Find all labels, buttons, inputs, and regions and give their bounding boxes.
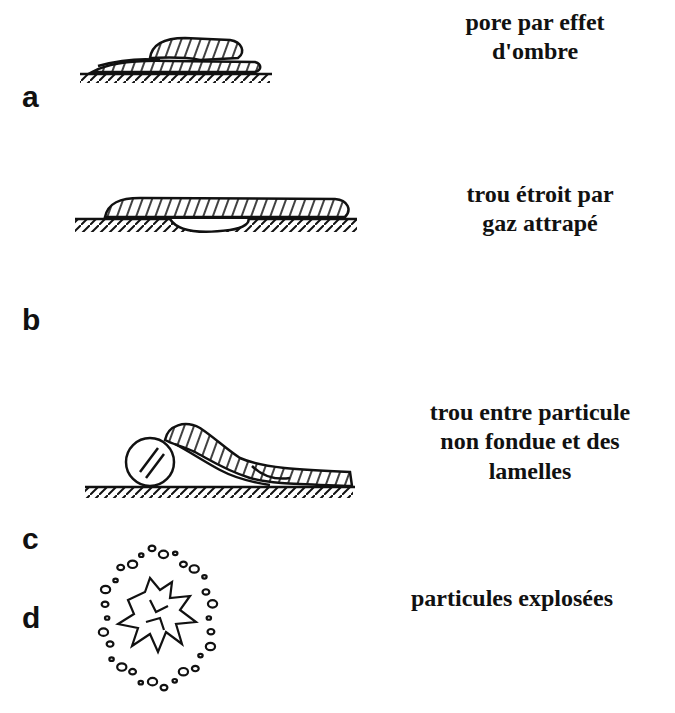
lamella bbox=[165, 424, 352, 486]
droplet bbox=[203, 589, 210, 594]
sketch-c bbox=[85, 424, 355, 498]
lamella-edge bbox=[98, 59, 160, 66]
figure-letter: c bbox=[22, 524, 39, 554]
droplet bbox=[128, 561, 137, 568]
lamella-edge bbox=[175, 444, 270, 485]
substrate bbox=[80, 74, 270, 83]
droplet bbox=[207, 616, 211, 620]
droplet bbox=[117, 663, 126, 670]
sketch-d bbox=[99, 546, 217, 691]
droplet bbox=[208, 600, 217, 607]
figure-letter: b bbox=[22, 305, 40, 335]
droplet bbox=[198, 654, 202, 658]
droplet bbox=[105, 616, 109, 620]
droplet bbox=[192, 666, 199, 671]
droplet bbox=[173, 679, 177, 683]
droplet bbox=[139, 553, 143, 557]
substrate bbox=[75, 220, 357, 232]
gas-hole bbox=[170, 219, 248, 232]
droplet bbox=[173, 552, 177, 556]
substrate-surface bbox=[85, 486, 355, 489]
droplet bbox=[139, 681, 143, 685]
droplet bbox=[206, 643, 215, 650]
droplet bbox=[117, 565, 124, 570]
droplet bbox=[149, 546, 156, 551]
droplet bbox=[161, 685, 168, 690]
droplet bbox=[179, 668, 188, 675]
sketch-a bbox=[80, 38, 272, 83]
pore bbox=[252, 466, 290, 479]
lamella bbox=[150, 38, 242, 60]
droplet bbox=[109, 657, 113, 661]
droplet bbox=[102, 602, 109, 607]
droplet bbox=[190, 565, 199, 572]
caption: pore par effet d'ombre bbox=[460, 8, 610, 67]
caption: trou entre particule non fondue et des l… bbox=[408, 398, 652, 486]
substrate bbox=[85, 488, 353, 498]
droplet bbox=[99, 628, 108, 635]
unmelted-particle bbox=[126, 438, 174, 486]
figure-letter: a bbox=[22, 82, 39, 112]
droplet bbox=[208, 629, 215, 634]
droplet bbox=[159, 551, 168, 558]
exploded-core bbox=[146, 600, 168, 630]
caption: particules explosées bbox=[411, 584, 613, 613]
droplet bbox=[148, 678, 157, 685]
figure-letter: d bbox=[22, 603, 40, 633]
exploded-core bbox=[118, 578, 196, 652]
particle-hatch bbox=[140, 448, 164, 478]
sketch-b bbox=[75, 198, 357, 232]
lamella bbox=[105, 198, 348, 217]
caption: trou étroit par gaz attrapé bbox=[452, 180, 628, 239]
droplet bbox=[129, 669, 136, 674]
droplet-ring bbox=[99, 546, 217, 691]
droplet bbox=[101, 586, 110, 593]
droplet bbox=[202, 575, 206, 579]
droplet bbox=[107, 641, 114, 646]
droplet bbox=[180, 562, 187, 567]
droplet bbox=[113, 579, 117, 583]
